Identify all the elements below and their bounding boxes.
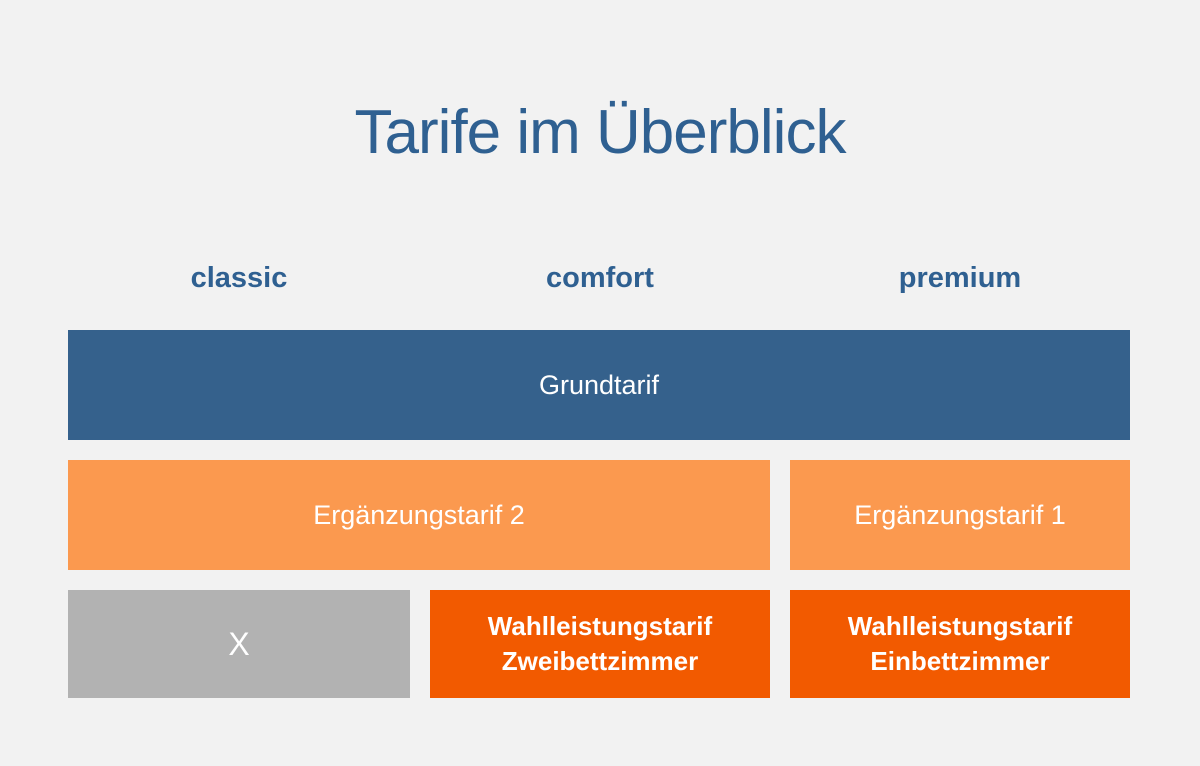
column-header-premium: premium bbox=[898, 262, 1022, 294]
column-header-classic: classic bbox=[190, 262, 288, 294]
block-ergaenzungstarif-1-label: Ergänzungstarif 1 bbox=[854, 499, 1066, 530]
block-grundtarif: Grundtarif bbox=[68, 330, 1130, 440]
block-wahlleistungstarif-zweibettzimmer: Wahlleistungstarif Zweibettzimmer bbox=[430, 590, 770, 698]
block-wahlleistungstarif-zweibettzimmer-line2: Zweibettzimmer bbox=[501, 646, 699, 676]
block-wahlleistungstarif-zweibettzimmer-line1: Wahlleistungstarif bbox=[487, 611, 713, 641]
block-ergaenzungstarif-2-label: Ergänzungstarif 2 bbox=[313, 499, 525, 530]
column-header-comfort: comfort bbox=[546, 262, 654, 294]
block-grundtarif-label: Grundtarif bbox=[538, 369, 660, 400]
block-wahlleistungstarif-einbettzimmer-line1: Wahlleistungstarif bbox=[847, 611, 1073, 641]
block-not-available-label: X bbox=[228, 625, 250, 662]
block-ergaenzungstarif-1: Ergänzungstarif 1 bbox=[790, 460, 1130, 570]
block-wahlleistungstarif-einbettzimmer-line2: Einbettzimmer bbox=[870, 646, 1050, 676]
block-wahlleistungstarif-einbettzimmer: Wahlleistungstarif Einbettzimmer bbox=[790, 590, 1130, 698]
block-ergaenzungstarif-2: Ergänzungstarif 2 bbox=[68, 460, 770, 570]
page-title: Tarife im Überblick bbox=[354, 98, 847, 167]
block-not-available: X bbox=[68, 590, 410, 698]
